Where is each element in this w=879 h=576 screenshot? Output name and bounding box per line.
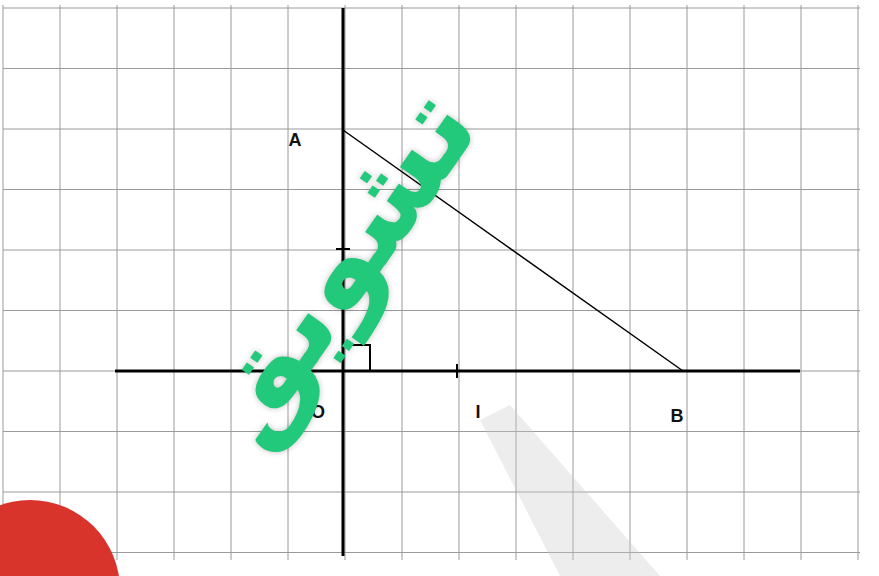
grid-line xyxy=(3,5,4,560)
grid-line xyxy=(3,492,860,493)
tick xyxy=(456,364,458,378)
grid-line xyxy=(3,552,860,553)
grid-line xyxy=(858,5,859,560)
grid-line xyxy=(630,5,631,560)
grid-line xyxy=(117,5,118,560)
grid-line xyxy=(3,371,860,372)
shadow xyxy=(480,405,660,576)
grid xyxy=(3,5,860,560)
grid-line xyxy=(801,5,802,560)
grid-line xyxy=(3,68,860,69)
grid-line xyxy=(3,8,860,9)
grid-line xyxy=(231,5,232,560)
corner-badge xyxy=(0,500,120,576)
grid-line xyxy=(174,5,175,560)
grid-line xyxy=(60,5,61,560)
grid-line xyxy=(3,310,860,311)
point-label: A xyxy=(289,131,302,149)
grid-line xyxy=(744,5,745,560)
grid-line xyxy=(459,5,460,560)
watermark: تشويق xyxy=(172,69,497,462)
point-label: B xyxy=(671,407,684,425)
point-label: I xyxy=(475,403,480,421)
grid-line xyxy=(687,5,688,560)
grid-line xyxy=(3,431,860,432)
grid-line xyxy=(3,250,860,251)
point-label: O xyxy=(311,403,325,421)
